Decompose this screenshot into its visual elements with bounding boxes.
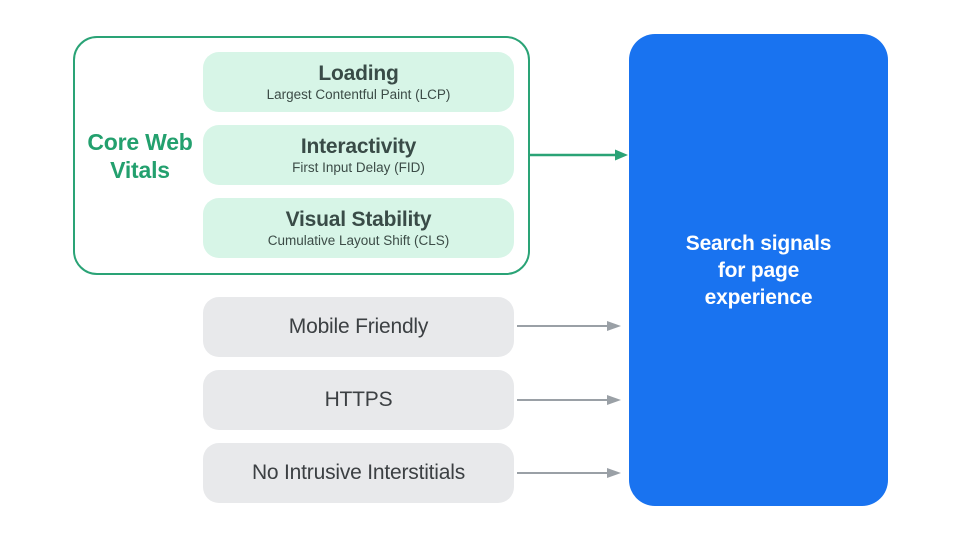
- signal-label-mobile-friendly: Mobile Friendly: [288, 315, 429, 338]
- core-web-vitals-label: Core Web Vitals: [87, 128, 193, 183]
- vital-subtitle-cls: Cumulative Layout Shift (CLS): [267, 232, 450, 248]
- signal-card-mobile-friendly: Mobile Friendly: [203, 297, 514, 357]
- core-web-vitals-group: Core Web Vitals Loading Largest Contentf…: [73, 36, 530, 275]
- arrow-core-web-vitals-icon: [530, 149, 628, 161]
- arrow-mobile-friendly-icon: [517, 321, 621, 331]
- search-signals-box: Search signals for page experience: [629, 34, 888, 506]
- vital-card-visual-stability: Visual Stability Cumulative Layout Shift…: [203, 198, 514, 258]
- vital-title-loading: Loading: [318, 61, 399, 85]
- vital-title-interactivity: Interactivity: [300, 134, 417, 158]
- search-signals-label: Search signals for page experience: [685, 231, 832, 309]
- signal-card-no-intrusive-interstitials: No Intrusive Interstitials: [203, 443, 514, 503]
- signal-card-https: HTTPS: [203, 370, 514, 430]
- signal-label-no-intrusive-interstitials: No Intrusive Interstitials: [251, 461, 466, 484]
- vital-subtitle-lcp: Largest Contentful Paint (LCP): [266, 86, 451, 102]
- vital-title-visual-stability: Visual Stability: [285, 207, 432, 231]
- vital-card-interactivity: Interactivity First Input Delay (FID): [203, 125, 514, 185]
- arrow-no-intrusive-interstitials-icon: [517, 468, 621, 478]
- signal-label-https: HTTPS: [324, 388, 393, 411]
- arrow-https-icon: [517, 395, 621, 405]
- vital-subtitle-fid: First Input Delay (FID): [292, 159, 425, 175]
- vital-card-loading: Loading Largest Contentful Paint (LCP): [203, 52, 514, 112]
